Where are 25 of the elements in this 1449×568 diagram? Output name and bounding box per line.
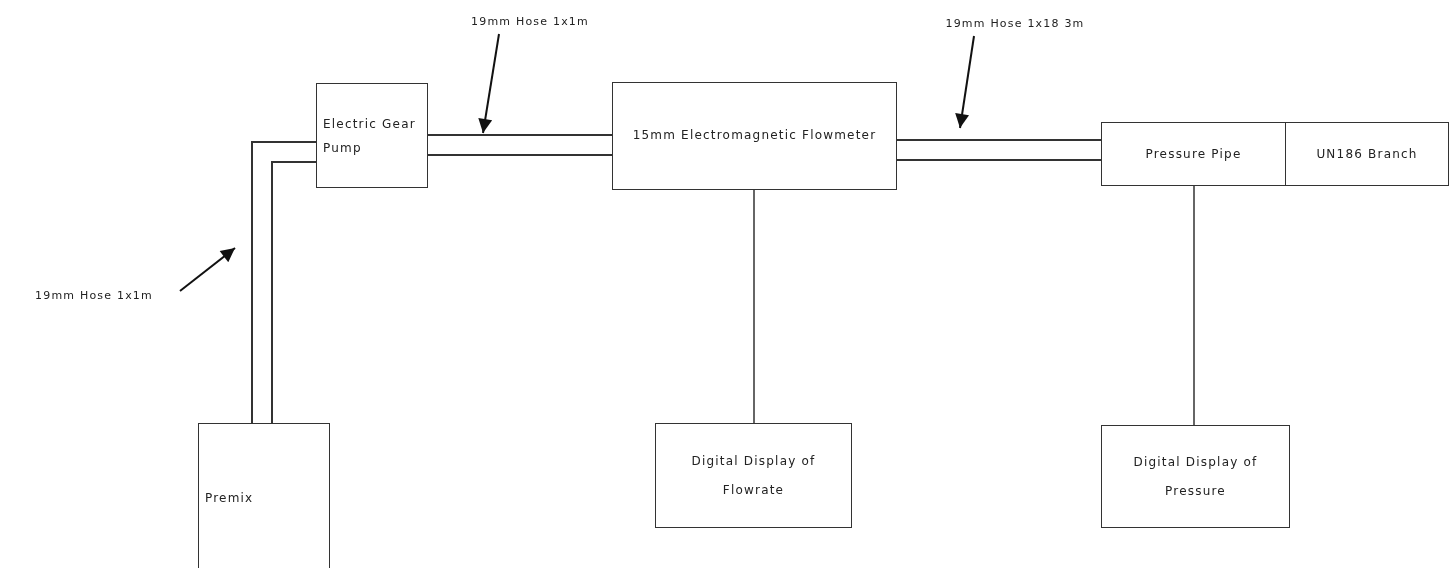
hose-line: [428, 134, 612, 156]
pump-box: [316, 83, 428, 188]
flowmeter-box: [612, 82, 897, 190]
box-label: Electric Gear Pump: [323, 115, 417, 157]
hose-label: 19mm Hose 1x18 3m: [945, 15, 1085, 32]
box-label: UN186 Branch: [1316, 145, 1418, 163]
branch-box: [1285, 122, 1449, 186]
leader-arrow: [478, 33, 500, 134]
hose-line: [251, 141, 316, 423]
box-label: Digital Display of Pressure: [1132, 453, 1259, 500]
box-label: Digital Display of Flowrate: [690, 452, 817, 499]
hose-line: [897, 139, 1101, 161]
display-box: [655, 423, 852, 528]
display-box: [1101, 425, 1290, 528]
signal-line: [753, 189, 755, 424]
leader-arrow: [955, 35, 975, 129]
hose-label: 19mm Hose 1x1m: [35, 287, 153, 304]
pipe-box: [1101, 122, 1286, 186]
box-label: Pressure Pipe: [1145, 145, 1242, 163]
box-label: 15mm Electromagnetic Flowmeter: [632, 127, 877, 145]
tank-box: [198, 423, 330, 568]
signal-line: [1193, 185, 1195, 426]
leader-arrow: [179, 247, 236, 292]
hose-label: 19mm Hose 1x1m: [471, 13, 589, 30]
box-label: Premix: [205, 489, 254, 507]
